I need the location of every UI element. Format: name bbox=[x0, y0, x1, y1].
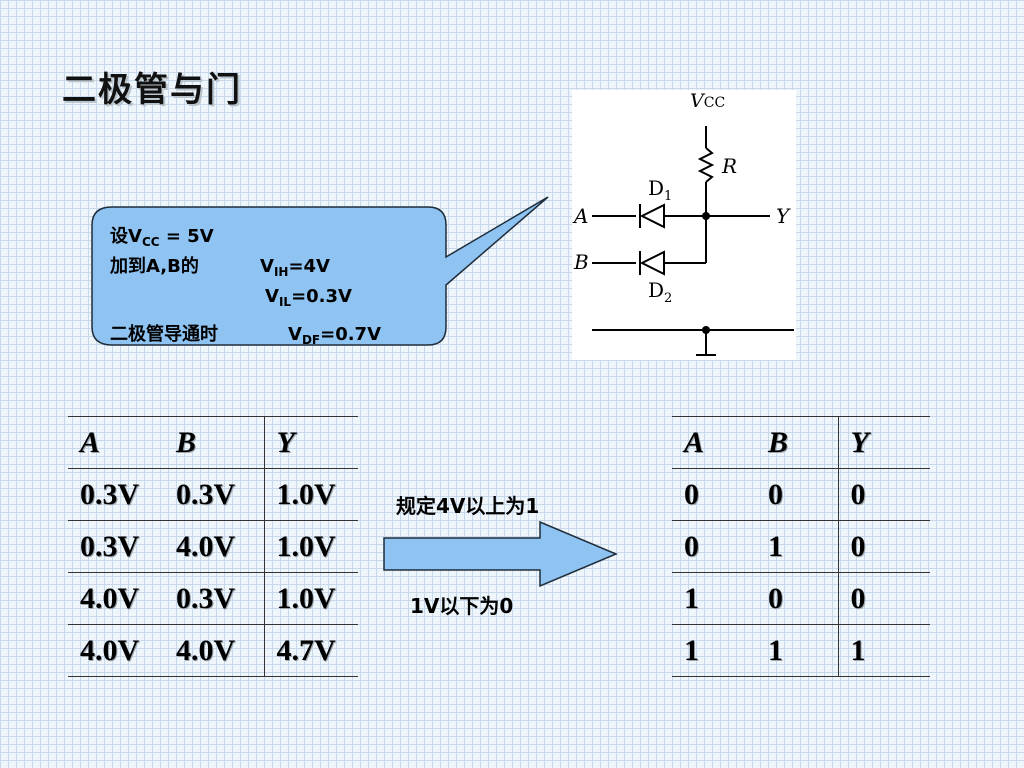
cell-b: 0 bbox=[756, 468, 838, 521]
cell-b: 0.3V bbox=[164, 572, 264, 625]
cell-b: 1 bbox=[756, 520, 838, 573]
callout-line-vih: 加到A,B的 bbox=[110, 256, 199, 277]
cell-a: 0 bbox=[672, 520, 756, 573]
cell-a: 1 bbox=[672, 572, 756, 625]
cell-b: 1 bbox=[756, 624, 838, 677]
cell-y: 1 bbox=[837, 624, 930, 677]
cell-y: 1.0V bbox=[263, 520, 358, 573]
diode-d1-label: D1 bbox=[648, 176, 673, 204]
cell-y: 4.7V bbox=[263, 624, 358, 677]
table-row: 1 1 1 bbox=[672, 624, 930, 677]
table-row: 0 1 0 bbox=[672, 520, 930, 573]
table-row: 1 0 0 bbox=[672, 572, 930, 625]
diode-d2-label: D2 bbox=[648, 278, 673, 306]
resistor-symbol bbox=[697, 147, 715, 183]
page-title: 二极管与门 bbox=[62, 70, 242, 110]
junction-dot bbox=[702, 212, 710, 220]
table-row: 0.3V 4.0V 1.0V bbox=[68, 520, 358, 573]
cell-y: 0 bbox=[837, 572, 930, 625]
cell-b: 0.3V bbox=[164, 468, 264, 521]
header-a: A bbox=[68, 416, 164, 469]
cell-y: 1.0V bbox=[263, 468, 358, 521]
cell-y: 0 bbox=[837, 468, 930, 521]
rule-low-label: 1V以下为0 bbox=[410, 594, 514, 618]
voltage-truth-table: A B Y 0.3V 0.3V 1.0V 0.3V 4.0V 1.0V 4.0V… bbox=[68, 416, 358, 677]
input-a-label: A bbox=[574, 204, 589, 228]
output-y-label: Y bbox=[776, 204, 790, 228]
resistor-label: R bbox=[722, 154, 738, 178]
callout-shape bbox=[91, 196, 549, 346]
rule-high-label: 规定4V以上为1 bbox=[396, 494, 540, 518]
input-b-label: B bbox=[574, 250, 589, 274]
callout-line-vdf: 二极管导通时 bbox=[110, 324, 218, 345]
callout-line-vcc: 设VCC = 5V bbox=[110, 226, 214, 249]
cell-a: 4.0V bbox=[68, 624, 164, 677]
header-b: B bbox=[164, 416, 264, 469]
callout-line-vil-value: VIL=0.3V bbox=[265, 286, 352, 309]
vcc-label: VCC bbox=[690, 90, 726, 112]
ground-junction-dot bbox=[702, 326, 710, 334]
table-header-row: A B Y bbox=[672, 416, 930, 469]
table-row: 0 0 0 bbox=[672, 468, 930, 521]
cell-a: 0.3V bbox=[68, 468, 164, 521]
cell-a: 1 bbox=[672, 624, 756, 677]
table-row: 0.3V 0.3V 1.0V bbox=[68, 468, 358, 521]
header-b: B bbox=[756, 416, 838, 469]
table-header-row: A B Y bbox=[68, 416, 358, 469]
header-a: A bbox=[672, 416, 756, 469]
diode-and-gate-circuit: VCC R D1 A Y B D2 bbox=[572, 90, 796, 360]
table-row: 4.0V 4.0V 4.7V bbox=[68, 624, 358, 677]
callout-line-vih-value: VIH=4V bbox=[260, 256, 330, 279]
diode-d1-symbol bbox=[639, 203, 665, 229]
circuit-drawing bbox=[592, 126, 794, 356]
table-row: 4.0V 0.3V 1.0V bbox=[68, 572, 358, 625]
callout-line-vdf-value: VDF=0.7V bbox=[288, 324, 382, 347]
cell-y: 1.0V bbox=[263, 572, 358, 625]
cell-a: 0 bbox=[672, 468, 756, 521]
cell-b: 4.0V bbox=[164, 624, 264, 677]
cell-a: 4.0V bbox=[68, 572, 164, 625]
diode-d2-symbol bbox=[639, 250, 665, 276]
cell-a: 0.3V bbox=[68, 520, 164, 573]
cell-b: 0 bbox=[756, 572, 838, 625]
logic-truth-table: A B Y 0 0 0 0 1 0 1 0 0 1 1 1 bbox=[672, 416, 930, 677]
header-y: Y bbox=[837, 416, 930, 469]
cell-b: 4.0V bbox=[164, 520, 264, 573]
header-y: Y bbox=[263, 416, 358, 469]
right-arrow-icon bbox=[383, 520, 618, 588]
cell-y: 0 bbox=[837, 520, 930, 573]
